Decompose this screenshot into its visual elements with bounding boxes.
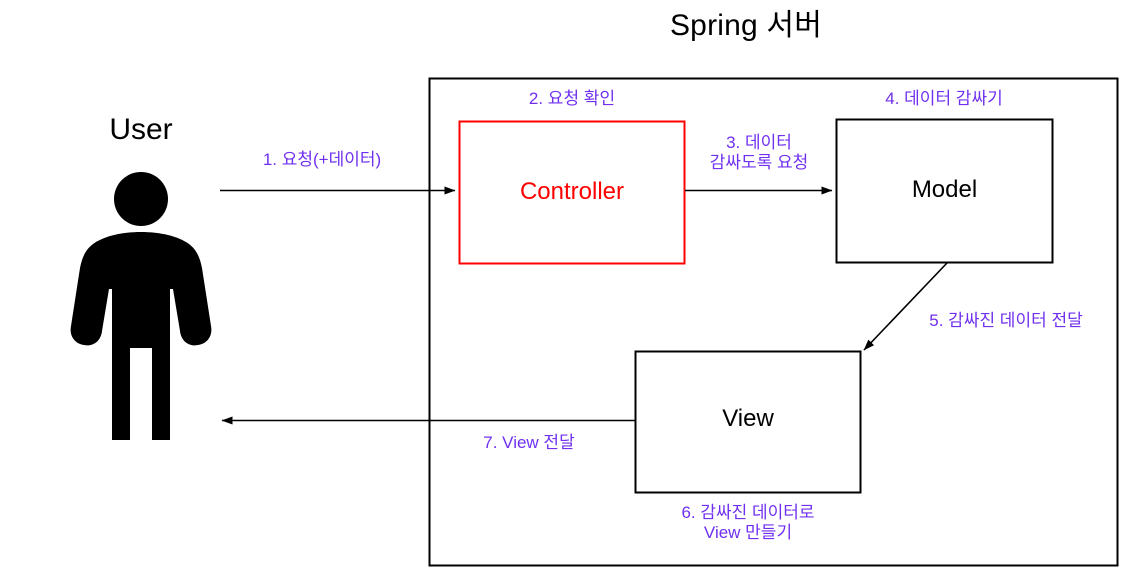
person-icon xyxy=(70,172,212,440)
step-label-4: 4. 데이터 감싸기 xyxy=(885,89,1003,108)
view-box xyxy=(634,350,862,494)
arrow-model-to-view xyxy=(863,262,948,351)
spring-server-container xyxy=(428,77,1119,567)
model-box xyxy=(835,118,1054,264)
controller-box-label: Controller xyxy=(519,178,625,205)
view-box-label: View xyxy=(722,405,774,432)
controller-box xyxy=(458,120,686,265)
step-label-3: 3. 데이터 감싸도록 요청 xyxy=(709,133,809,173)
step-label-2: 2. 요청 확인 xyxy=(528,89,616,108)
model-box-label: Model xyxy=(911,176,978,203)
actor-label-user: User xyxy=(109,113,173,146)
step-label-1: 1. 요청(+데이터) xyxy=(262,150,382,169)
step-label-5: 5. 감싸진 데이터 전달 xyxy=(929,311,1083,330)
step-label-7: 7. View 전달 xyxy=(483,433,575,452)
page-title: Spring 서버 xyxy=(669,9,823,42)
step-label-6: 6. 감싸진 데이터로 View 만들기 xyxy=(681,503,815,543)
